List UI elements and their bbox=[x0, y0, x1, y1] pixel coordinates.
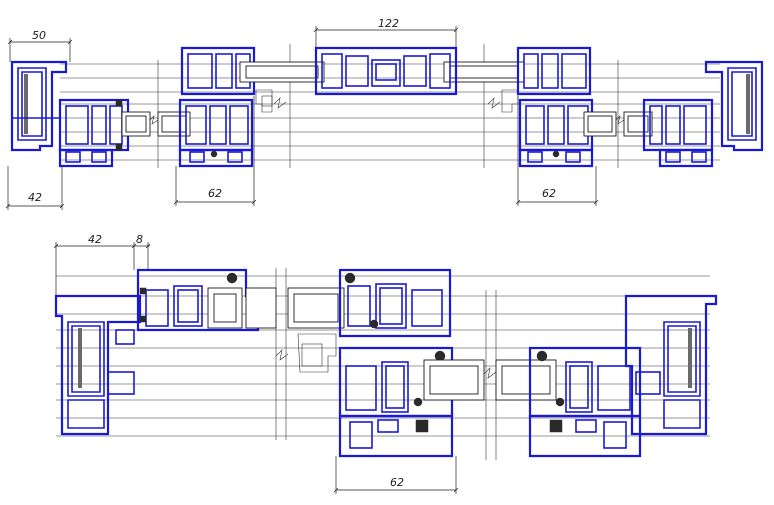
top-right-sash-profile bbox=[642, 98, 714, 168]
bottom-dimensions: 42 8 62 bbox=[53, 233, 459, 494]
top-center-meeting-profile bbox=[314, 46, 458, 96]
top-right-glazing bbox=[583, 111, 653, 137]
top-right-frame-profile bbox=[704, 60, 764, 152]
dim-62-bottom: 62 bbox=[390, 476, 404, 489]
bottom-center-lower-sash-profile bbox=[338, 346, 454, 458]
bottom-center-upper-sash-profile bbox=[338, 268, 452, 338]
bottom-right-frame-profile bbox=[624, 294, 718, 436]
top-right-handle bbox=[487, 89, 519, 113]
bottom-frame-lines bbox=[56, 268, 710, 460]
top-frame-lines bbox=[60, 44, 720, 168]
dim-62-top-right: 62 bbox=[542, 187, 556, 200]
bottom-handle bbox=[275, 333, 337, 373]
top-mid-right-sash-profile bbox=[516, 46, 594, 168]
top-sectional-view: 50 42 62 122 62 bbox=[5, 17, 764, 210]
dim-50: 50 bbox=[32, 29, 46, 42]
top-left-sash-profile bbox=[58, 98, 130, 152]
dim-8: 8 bbox=[136, 233, 143, 246]
bottom-sectional-view: 42 8 62 bbox=[53, 233, 718, 494]
top-left-handle bbox=[255, 89, 287, 113]
dim-122: 122 bbox=[378, 17, 399, 30]
dim-42-top: 42 bbox=[28, 191, 42, 204]
top-center-glazing bbox=[239, 61, 525, 83]
bottom-right-sash-profile bbox=[528, 346, 642, 458]
top-dimensions: 50 42 62 122 62 bbox=[5, 17, 599, 210]
top-mid-left-sash-profile bbox=[178, 46, 256, 168]
bottom-left-frame-profile bbox=[54, 294, 142, 436]
bottom-center-glazing bbox=[423, 359, 557, 401]
dim-42-bottom: 42 bbox=[88, 233, 102, 246]
dim-62-top-left: 62 bbox=[208, 187, 222, 200]
bottom-left-glazing bbox=[207, 287, 345, 329]
